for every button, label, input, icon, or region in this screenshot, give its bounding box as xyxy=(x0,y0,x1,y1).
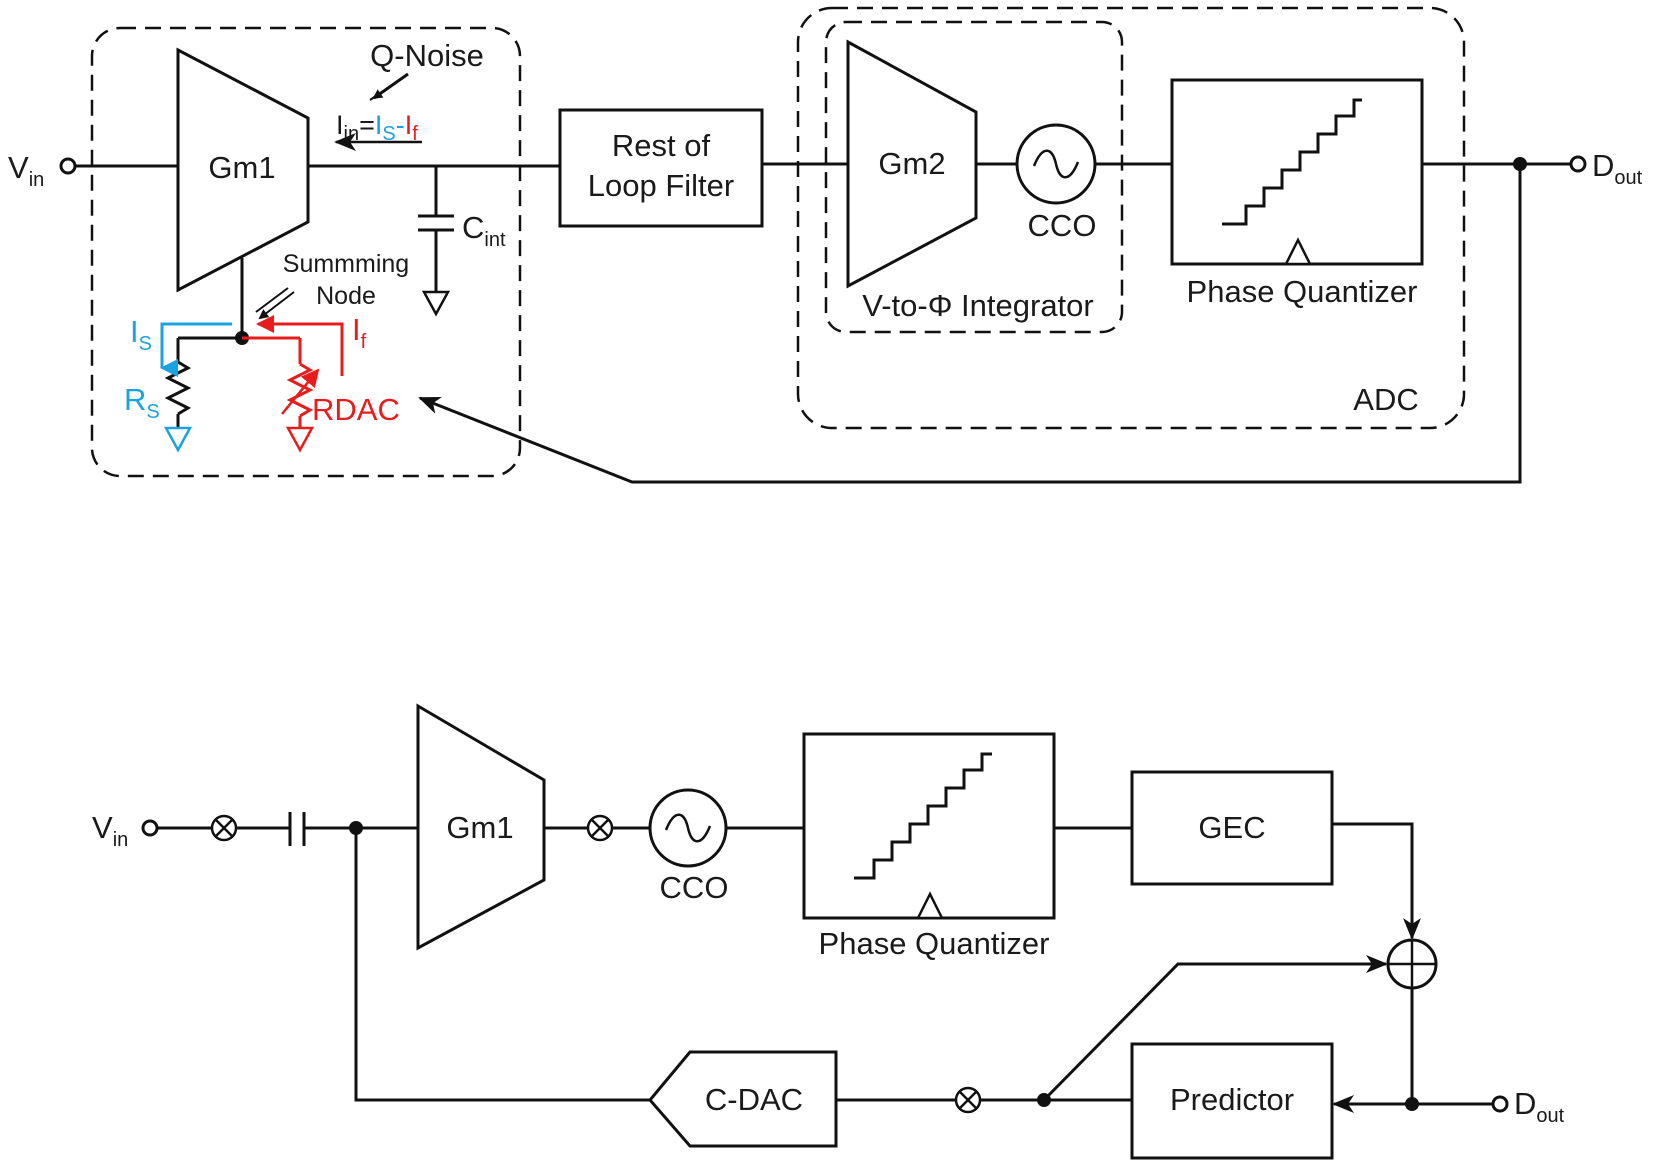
integrator-label: V-to-Φ Integrator xyxy=(862,288,1094,323)
dout-terminal-top xyxy=(1569,155,1587,173)
rdac-label: RDAC xyxy=(312,392,400,427)
adc-dashed-box xyxy=(796,6,1466,430)
integrator-dashed-box xyxy=(824,20,1124,334)
front-end-dashed-box xyxy=(90,26,522,478)
vin-terminal: Vin xyxy=(8,150,77,191)
gm1-label-bottom: Gm1 xyxy=(446,810,513,845)
gm2-amplifier xyxy=(846,39,978,289)
gec-label: GEC xyxy=(1198,810,1265,845)
phase-quantizer-top xyxy=(1170,78,1424,266)
gm2-label: Gm2 xyxy=(878,146,945,181)
quantizer-label-bottom: Phase Quantizer xyxy=(819,926,1050,961)
vin-label: Vin xyxy=(8,150,44,191)
dout-terminal-bottom xyxy=(1491,1095,1509,1113)
rs-resistor: RS xyxy=(124,336,242,453)
vin-label-bottom: Vin xyxy=(92,810,128,851)
cco-label-top: CCO xyxy=(1028,208,1097,243)
adder xyxy=(1386,938,1438,990)
iin-expression: Iin=IS-If xyxy=(336,110,418,145)
feedback-path-top xyxy=(418,164,1522,484)
c-dac-block xyxy=(648,1050,838,1148)
cint-label: Cint xyxy=(462,210,506,251)
gm1-amplifier-bottom xyxy=(416,703,546,951)
staircase-bottom xyxy=(854,752,992,880)
input-capacitor xyxy=(288,812,306,846)
if-label: If xyxy=(352,312,367,353)
gm1-label: Gm1 xyxy=(208,150,275,185)
adc-label: ADC xyxy=(1353,382,1418,417)
cco-oscillator-bottom xyxy=(648,788,728,868)
staircase-top xyxy=(1222,98,1362,226)
rdac-resistor: RDAC xyxy=(242,336,400,453)
gm1-amplifier xyxy=(176,47,310,293)
dout-label-bottom: Dout xyxy=(1514,1086,1565,1127)
phase-quantizer-bottom xyxy=(802,732,1056,920)
bottom-diagram: Vin Gm1 CCO xyxy=(92,703,1565,1160)
rs-label: RS xyxy=(124,382,160,423)
mixer-2 xyxy=(586,814,614,842)
output-node-bottom xyxy=(1405,1097,1419,1111)
gec-block xyxy=(1130,770,1334,886)
loop-filter-block xyxy=(558,108,764,228)
mixer-1 xyxy=(210,814,238,842)
mixer-3 xyxy=(954,1086,982,1114)
q-noise-label: Q-Noise xyxy=(370,38,484,73)
is-label: IS xyxy=(130,314,152,355)
cint-capacitor: Cint xyxy=(418,166,506,317)
quantizer-label-top: Phase Quantizer xyxy=(1187,274,1418,309)
cco-label-bottom: CCO xyxy=(660,870,729,905)
cco-oscillator-top xyxy=(1015,123,1097,205)
c-dac-label: C-DAC xyxy=(705,1082,803,1117)
feedback-path-bottom xyxy=(354,828,650,1102)
dout-label-top: Dout xyxy=(1592,148,1643,189)
predictor-label: Predictor xyxy=(1170,1082,1294,1117)
